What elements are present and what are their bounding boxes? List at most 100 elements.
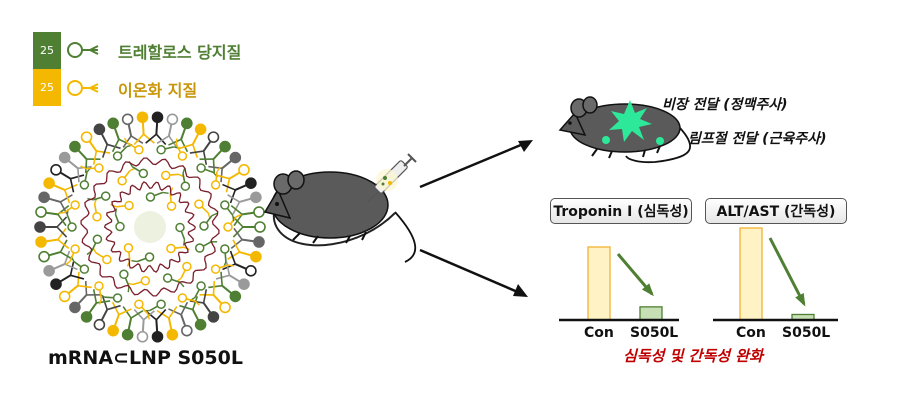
lipid-molecule [168, 301, 193, 337]
inner-lipid-molecule [117, 167, 136, 186]
inner-lipid-molecule [196, 163, 218, 178]
lipid-molecule [34, 216, 68, 238]
lipid-molecule [208, 151, 242, 183]
con-bar-1 [739, 227, 763, 321]
lipid-molecule [35, 205, 70, 227]
lipid-molecule [208, 271, 242, 303]
inner-lipid-molecule [194, 241, 218, 253]
lipid-molecule [189, 131, 220, 165]
mrna-strand [80, 157, 220, 297]
inner-lipid-molecule [58, 200, 80, 214]
lipid-molecule [230, 227, 265, 249]
lipid-molecule [145, 111, 167, 146]
lipid-molecule [69, 140, 101, 173]
inner-lipid-molecule [210, 264, 234, 274]
inner-lipid-molecule [180, 167, 191, 191]
right-mouse-icon [558, 96, 692, 164]
troponin-panel-title: Troponin I (심독성) [550, 198, 692, 224]
decrease-arrowhead-0 [641, 283, 654, 297]
center-mouse-icon [263, 170, 417, 263]
troponin-con-label: Con [584, 325, 614, 341]
inner-lipid-molecule [199, 212, 218, 231]
decrease-arrow-1 [768, 237, 806, 305]
inner-lipid-molecule [70, 255, 90, 274]
lipid-molecule [93, 123, 121, 158]
lipid-molecule [227, 239, 262, 263]
lipid-molecule [50, 261, 85, 290]
inner-lipid-molecule [162, 273, 185, 288]
inner-lipid-molecule [145, 191, 169, 202]
troponin-s050l-label: S050L [630, 325, 679, 341]
alt-ast-con-label: Con [736, 325, 766, 341]
lymph-node-delivery-label: 림프절 전달 (근육주사) [688, 131, 827, 147]
inner-lipid-molecule [92, 247, 112, 265]
inner-lipid-molecule [80, 163, 104, 173]
mrna-strand [103, 181, 197, 273]
lipid-molecule [215, 261, 250, 290]
lipid-molecule [80, 131, 111, 165]
conclusion-text: 심독성 및 간독성 완화 [623, 347, 763, 365]
lipid-molecule [156, 306, 179, 341]
inner-lipid-molecule [143, 299, 166, 312]
lipid-molecule [145, 308, 167, 343]
lipid-molecule [222, 250, 257, 277]
lipid-molecule [35, 227, 70, 249]
inner-lipid-molecule [175, 138, 188, 161]
lipid-molecule [50, 164, 85, 193]
lipid-molecule [107, 301, 132, 337]
alt-ast-s050l-label: S050L [782, 325, 831, 341]
inner-lipid-molecule [220, 200, 235, 222]
lipid-molecule [93, 296, 121, 331]
lipid-molecule [222, 177, 257, 204]
inner-lipid-molecule [156, 145, 180, 155]
inner-lipid-molecule [166, 243, 190, 254]
lipid-molecule [199, 281, 231, 314]
legend-badge-trehalose: 25 [33, 32, 61, 69]
lipid-molecule [179, 296, 207, 331]
lipid-molecule [168, 117, 193, 153]
lipid-molecule [69, 281, 101, 314]
syringe-icon [367, 153, 417, 203]
legend-label-trehalose: 트레할로스 당지질 [118, 43, 242, 62]
lipid-molecule [43, 177, 78, 204]
con-bar-0 [587, 246, 611, 321]
inner-lipid-molecule [123, 137, 144, 155]
lipid-molecule [215, 164, 250, 193]
pathway-arrows [419, 140, 533, 297]
inner-lipid-molecule [87, 191, 111, 201]
legend-label-ionizable: 이온화 지질 [118, 81, 198, 100]
legend-badge-ionizable: 25 [33, 69, 61, 106]
inner-lipid-molecule [175, 222, 186, 246]
lipid-molecule [227, 191, 262, 215]
inner-lipid-molecule [114, 208, 125, 232]
lipid-molecule [156, 113, 179, 148]
inner-lipid-molecule [177, 293, 200, 306]
inner-lipid-molecule [128, 161, 149, 179]
lipid-molecule [133, 111, 155, 146]
inner-lipid-molecule [126, 276, 151, 286]
alt-ast-panel-title: ALT/AST (간독성) [705, 198, 847, 224]
inner-lipid-molecule [110, 200, 134, 211]
lipid-molecule [58, 271, 92, 303]
decrease-arrowhead-1 [795, 293, 806, 307]
lnp-core [134, 211, 166, 243]
lipid-molecule [133, 308, 155, 343]
inner-lipid-molecule [210, 166, 221, 190]
lipid-molecule [199, 140, 231, 173]
inner-lipid-molecule [112, 144, 133, 161]
lipid-molecule [179, 123, 207, 158]
inner-lipid-molecule [189, 281, 206, 302]
inner-lipid-molecule [131, 252, 155, 263]
lipid-molecule [38, 239, 73, 263]
inner-lipid-molecule [134, 299, 151, 320]
lipid-molecule [43, 250, 78, 277]
lnp-label: mRNA⊂LNP S050L [48, 347, 243, 369]
lipid-molecule [230, 205, 265, 227]
lipid-molecule [121, 306, 144, 341]
s050l-bar-0 [639, 306, 663, 321]
lipid-molecule [80, 289, 111, 323]
